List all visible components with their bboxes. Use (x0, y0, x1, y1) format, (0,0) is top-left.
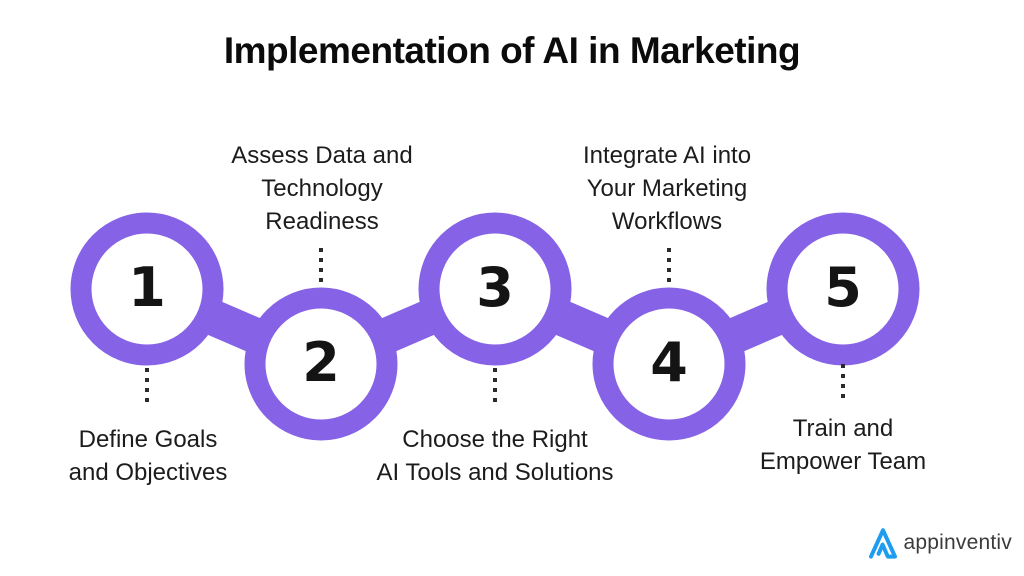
step-2-number: 2 (302, 330, 340, 394)
step-2-label-line-1: Assess Data and (231, 142, 413, 169)
step-5-label-line-1: Train and (792, 415, 894, 442)
step-3-label-line-2: AI Tools and Solutions (376, 459, 614, 486)
step-5-label-line-2: Empower Team (759, 448, 927, 475)
step-5-number: 5 (824, 255, 862, 319)
appinventiv-triangle-icon (868, 528, 897, 559)
step-3-label-line-1: Choose the Right (402, 426, 588, 453)
step-4-label: Integrate AI into Your Marketing Workflo… (583, 139, 751, 238)
step-2-label-line-3: Readiness (265, 208, 379, 235)
appinventiv-logo: appinventiv (867, 526, 1012, 560)
appinventiv-logo-text: appinventiv (903, 531, 1012, 554)
step-3-number: 3 (476, 255, 514, 319)
step-4-number: 4 (650, 330, 688, 394)
step-1-circle (70, 212, 224, 366)
step-4-label-line-1: Integrate AI into (582, 142, 752, 169)
step-1-label-line-1: Define Goals (78, 426, 218, 453)
step-5-label: Train and Empower Team (760, 412, 926, 478)
step-2-circle (244, 287, 398, 441)
step-4-label-line-2: Your Marketing (586, 175, 748, 202)
step-1-label: Define Goals and Objectives (69, 423, 228, 489)
step-4-label-line-3: Workflows (611, 208, 723, 235)
step-3-label: Choose the Right AI Tools and Solutions (376, 423, 613, 489)
step-2-label: Assess Data and Technology Readiness (231, 139, 412, 238)
step-5-circle (766, 212, 920, 366)
step-4-circle (592, 287, 746, 441)
step-1-label-line-2: and Objectives (68, 459, 228, 486)
step-1-number: 1 (128, 255, 166, 319)
step-2-label-line-2: Technology (261, 175, 383, 202)
page-title: Implementation of AI in Marketing (223, 30, 801, 71)
step-3-circle (418, 212, 572, 366)
